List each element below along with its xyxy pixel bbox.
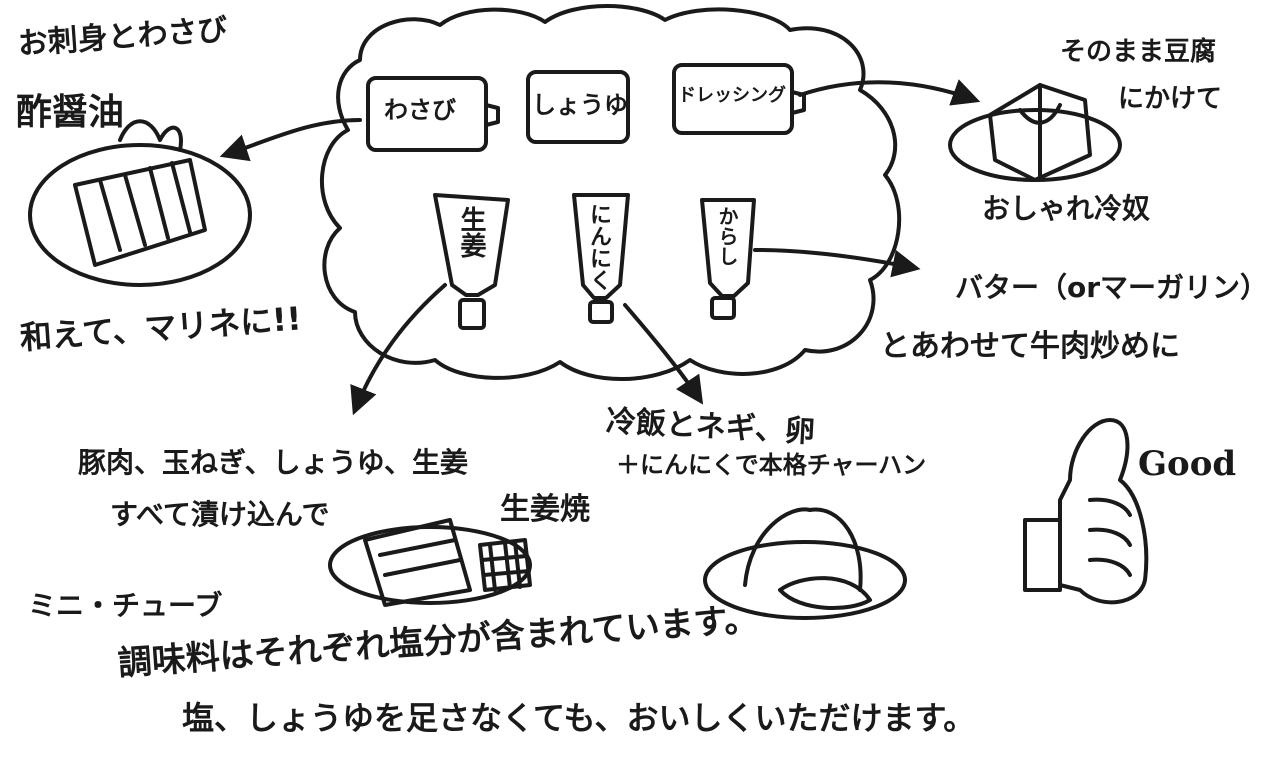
tube-label-shoyu: しょうゆ xyxy=(532,91,628,119)
arrow-to-tofu xyxy=(798,79,981,106)
tube-label-dressing: ドレッシング xyxy=(678,85,786,106)
wasabi-tube xyxy=(366,76,488,152)
tofu-label-line2: にかけて xyxy=(1118,84,1223,114)
tube-label-wasabi: わさび xyxy=(384,96,456,124)
tofu-label-line1: そのまま豆腐 xyxy=(1060,37,1217,67)
tube-label-garlic: にんにく xyxy=(586,203,611,291)
thumbs-up-hand xyxy=(1058,418,1149,605)
arrow-to-fried-rice xyxy=(623,303,704,405)
good-label: Good xyxy=(1138,444,1237,484)
fried-rice-line2: ＋にんにくで本格チャーハン xyxy=(616,451,927,479)
sashimi-plate xyxy=(28,143,252,287)
footer-heading: ミニ・チューブ xyxy=(28,589,223,622)
arrow-to-sashimi xyxy=(219,118,362,162)
ginger-line1: 豚肉、玉ねぎ、しょうゆ、生姜 xyxy=(78,446,469,479)
ginger-line2: すべて漬け込んで xyxy=(110,498,330,531)
tofu-caption: おしゃれ冷奴 xyxy=(982,192,1151,225)
thought-cloud xyxy=(319,4,902,381)
butter-line1: バター（orマーガリン） xyxy=(955,271,1261,304)
ginger-dish: 生姜焼 xyxy=(500,492,590,527)
garlic-tube xyxy=(572,193,630,300)
karashi-tube xyxy=(700,198,756,298)
ginger-yaki-plate xyxy=(328,525,532,605)
fried-rice-plate xyxy=(703,540,907,620)
tube-label-ginger: 生姜 xyxy=(456,206,486,258)
arrow-to-butter xyxy=(753,248,921,278)
shoyu-tube xyxy=(526,70,630,144)
footer-line2: 塩、しょうゆを足さなくても、おいしくいただけます。 xyxy=(182,699,976,737)
ginger-tube xyxy=(433,193,510,297)
dressing-tube xyxy=(672,63,794,135)
arrow-to-ginger-yaki xyxy=(350,283,447,416)
sashimi-subtitle: 酢醤油 xyxy=(16,92,125,133)
tube-label-karashi: からし xyxy=(715,206,739,266)
butter-line2: とあわせて牛肉炒めに xyxy=(880,329,1180,364)
